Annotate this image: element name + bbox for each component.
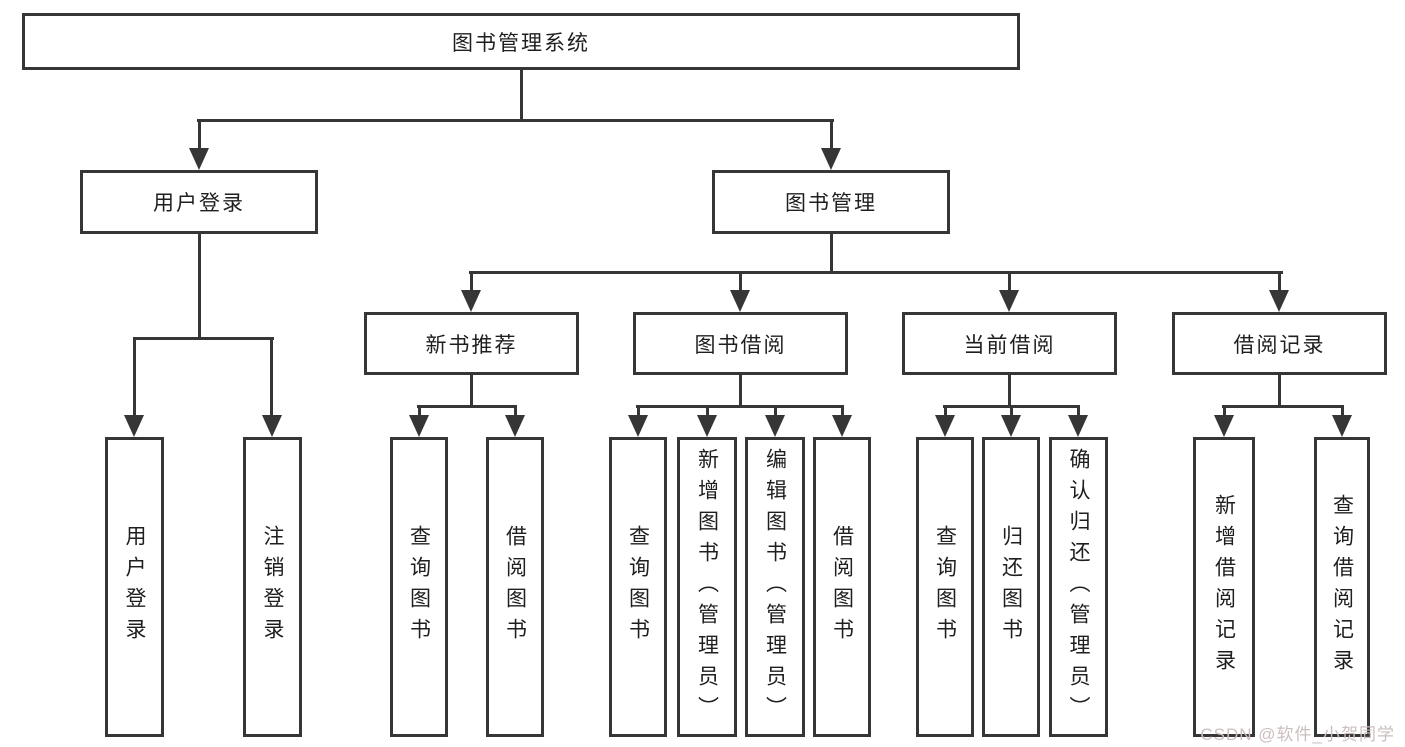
connector-line xyxy=(133,339,136,417)
arrow-down-icon xyxy=(1001,415,1021,437)
node-label: 图书借阅 xyxy=(694,333,787,357)
node-borrow-books-recommend: 借阅图书 xyxy=(486,437,544,737)
connector-line xyxy=(133,337,274,340)
arrow-down-icon xyxy=(1214,415,1234,437)
arrow-down-icon xyxy=(1269,290,1289,312)
arrow-down-icon xyxy=(935,415,955,437)
connector-line xyxy=(739,375,742,407)
node-book-management: 图书管理 xyxy=(712,170,950,234)
node-query-borrow-record: 查询借阅记录 xyxy=(1314,437,1370,737)
connector-line xyxy=(841,407,844,419)
node-query-books-borrowing: 查询图书 xyxy=(609,437,667,737)
connector-line xyxy=(418,407,421,419)
arrow-down-icon xyxy=(505,415,525,437)
node-book-borrowing: 图书借阅 xyxy=(633,312,848,375)
arrow-down-icon xyxy=(628,415,648,437)
node-add-book-admin: 新增图书（管理员） xyxy=(677,437,737,737)
arrow-down-icon xyxy=(124,415,144,437)
arrow-down-icon xyxy=(832,415,852,437)
connector-line xyxy=(1278,375,1281,407)
node-label: 查询图书 xyxy=(626,525,650,649)
node-borrow-books: 借阅图书 xyxy=(813,437,871,737)
node-new-book-recommendation: 新书推荐 xyxy=(364,312,579,375)
connector-line xyxy=(1278,271,1281,293)
node-label: 查询图书 xyxy=(933,525,957,649)
arrow-down-icon xyxy=(461,290,481,312)
connector-line xyxy=(1010,407,1013,419)
connector-line xyxy=(739,271,742,293)
node-library-system: 图书管理系统 xyxy=(22,13,1020,70)
node-borrowing-records: 借阅记录 xyxy=(1172,312,1387,375)
connector-line xyxy=(1008,375,1011,407)
node-logout: 注销登录 xyxy=(243,437,302,737)
node-label: 查询图书 xyxy=(407,525,431,649)
arrow-down-icon xyxy=(821,148,841,170)
connector-line xyxy=(706,407,709,419)
node-label: 图书管理 xyxy=(785,192,877,215)
node-label: 借阅图书 xyxy=(830,525,854,649)
node-query-books-current: 查询图书 xyxy=(916,437,974,737)
connector-line xyxy=(470,375,473,407)
node-edit-book-admin: 编辑图书（管理员） xyxy=(745,437,805,737)
connector-line xyxy=(198,234,201,339)
arrow-down-icon xyxy=(189,148,209,170)
node-return-books: 归还图书 xyxy=(982,437,1040,737)
connector-line xyxy=(636,405,844,408)
arrow-down-icon xyxy=(1068,415,1088,437)
connector-line xyxy=(1341,407,1344,419)
node-label: 新书推荐 xyxy=(425,333,518,357)
connector-line xyxy=(830,234,833,273)
connector-line xyxy=(198,119,201,152)
connector-line xyxy=(943,405,1080,408)
connector-line xyxy=(514,407,517,419)
node-current-borrowing: 当前借阅 xyxy=(902,312,1117,375)
arrow-down-icon xyxy=(730,290,750,312)
node-label: 新增借阅记录 xyxy=(1212,494,1236,680)
arrow-down-icon xyxy=(1332,415,1352,437)
node-confirm-return-admin: 确认归还（管理员） xyxy=(1049,437,1108,737)
connector-line xyxy=(1077,407,1080,419)
node-label: 归还图书 xyxy=(999,525,1023,649)
connector-line xyxy=(270,339,273,417)
connector-line xyxy=(1223,407,1226,419)
node-label: 借阅记录 xyxy=(1233,333,1326,357)
arrow-down-icon xyxy=(765,415,785,437)
connector-line xyxy=(197,119,834,122)
connector-line xyxy=(520,70,523,121)
connector-line xyxy=(470,271,473,293)
node-label: 当前借阅 xyxy=(963,333,1056,357)
arrow-down-icon xyxy=(697,415,717,437)
node-user-login: 用户登录 xyxy=(105,437,164,737)
connector-line xyxy=(1222,405,1344,408)
node-user-login-group: 用户登录 xyxy=(80,170,318,234)
node-label: 查询借阅记录 xyxy=(1330,494,1354,680)
connector-line xyxy=(1008,271,1011,293)
connector-line xyxy=(469,271,1283,274)
node-query-books-recommend: 查询图书 xyxy=(390,437,448,737)
arrow-down-icon xyxy=(409,415,429,437)
watermark: CSDN @软件_小贺同学 xyxy=(1200,725,1395,744)
connector-line xyxy=(417,405,517,408)
node-label: 用户登录 xyxy=(123,525,146,649)
node-label: 编辑图书（管理员） xyxy=(763,447,787,727)
node-label: 注销登录 xyxy=(261,525,284,649)
node-label: 确认归还（管理员） xyxy=(1067,447,1090,727)
connector-line xyxy=(774,407,777,419)
node-label: 借阅图书 xyxy=(503,525,527,649)
node-label: 图书管理系统 xyxy=(452,31,590,55)
node-add-borrow-record: 新增借阅记录 xyxy=(1193,437,1255,737)
node-label: 新增图书（管理员） xyxy=(695,447,719,727)
connector-line xyxy=(830,119,833,152)
connector-line xyxy=(637,407,640,419)
arrow-down-icon xyxy=(999,290,1019,312)
arrow-down-icon xyxy=(262,415,282,437)
node-label: 用户登录 xyxy=(153,192,245,215)
connector-line xyxy=(944,407,947,419)
